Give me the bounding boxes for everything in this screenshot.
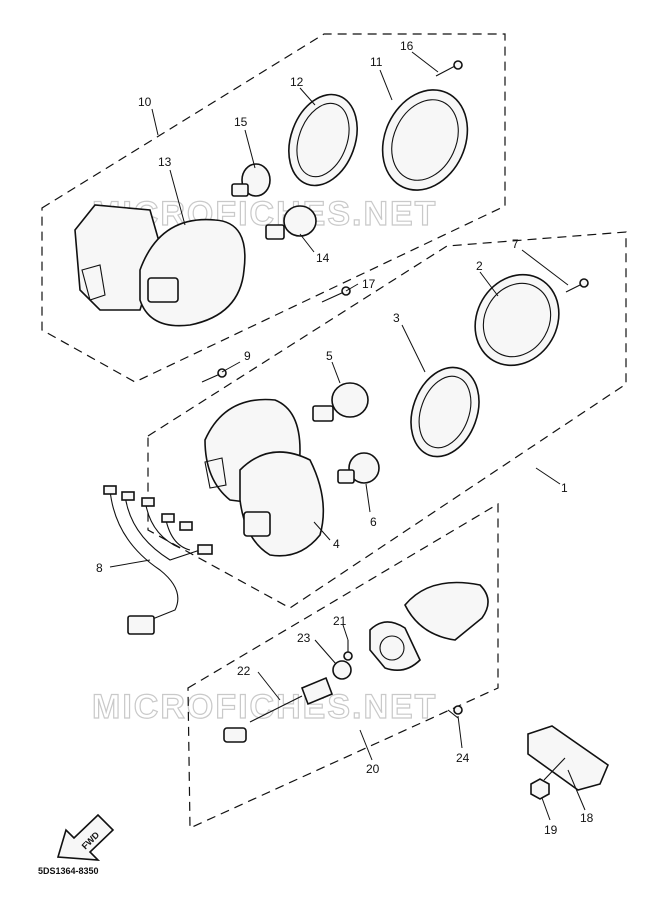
reflector-18 xyxy=(527,725,609,791)
callout-1: 1 xyxy=(561,481,568,495)
callout-24: 24 xyxy=(456,751,470,765)
callout-numbers: 1 2 3 4 5 6 7 8 9 10 11 12 13 14 15 16 1… xyxy=(96,39,594,837)
lens-ring-11 xyxy=(381,89,469,191)
lens-ring-2 xyxy=(474,273,560,367)
leader-lines xyxy=(109,51,586,821)
assembly-outline-20 xyxy=(187,502,499,829)
callout-16: 16 xyxy=(400,39,414,53)
bulb-6 xyxy=(337,452,380,484)
screw-7 xyxy=(565,278,589,293)
callout-14: 14 xyxy=(316,251,330,265)
watermark-bottom: MICROFICHES.NET xyxy=(92,688,437,726)
socket-body xyxy=(369,621,421,671)
callout-2: 2 xyxy=(476,259,483,273)
callout-6: 6 xyxy=(370,515,377,529)
callout-10: 10 xyxy=(138,95,152,109)
housing-4 xyxy=(204,398,325,557)
callout-13: 13 xyxy=(158,155,172,169)
lens-cover xyxy=(404,581,489,641)
callout-11: 11 xyxy=(370,55,383,69)
screw-21 xyxy=(343,640,353,661)
callout-18: 18 xyxy=(580,811,594,825)
screw-16 xyxy=(435,60,463,77)
lens-ring-3 xyxy=(410,366,480,458)
callout-12: 12 xyxy=(290,75,304,89)
bulb-5 xyxy=(312,382,369,422)
callout-21: 21 xyxy=(333,614,347,628)
wire-harness-8 xyxy=(103,485,213,635)
screw-24 xyxy=(447,705,463,719)
callout-5: 5 xyxy=(326,349,333,363)
callout-22: 22 xyxy=(237,664,251,678)
assembly-outline-1 xyxy=(147,231,627,609)
callout-20: 20 xyxy=(366,762,380,776)
callout-3: 3 xyxy=(393,311,400,325)
nut-19 xyxy=(530,757,566,800)
assembly-outline-10 xyxy=(41,33,506,383)
drawing-code: 5DS1364-8350 xyxy=(38,866,99,876)
bulb-23 xyxy=(332,660,352,680)
bulb-15 xyxy=(231,163,271,197)
callout-9: 9 xyxy=(244,349,251,363)
callout-4: 4 xyxy=(333,537,340,551)
callout-23: 23 xyxy=(297,631,311,645)
screw-9 xyxy=(201,368,227,383)
callout-19: 19 xyxy=(544,823,558,837)
bulb-14 xyxy=(265,205,317,240)
lens-ring-12 xyxy=(288,93,358,187)
wire-22 xyxy=(223,676,334,743)
screw-17 xyxy=(321,286,351,303)
callout-8: 8 xyxy=(96,561,103,575)
callout-17: 17 xyxy=(362,277,376,291)
housing-13 xyxy=(74,204,246,327)
fwd-arrow-icon: FWD xyxy=(56,813,115,861)
callout-15: 15 xyxy=(234,115,248,129)
callout-7: 7 xyxy=(512,237,519,251)
